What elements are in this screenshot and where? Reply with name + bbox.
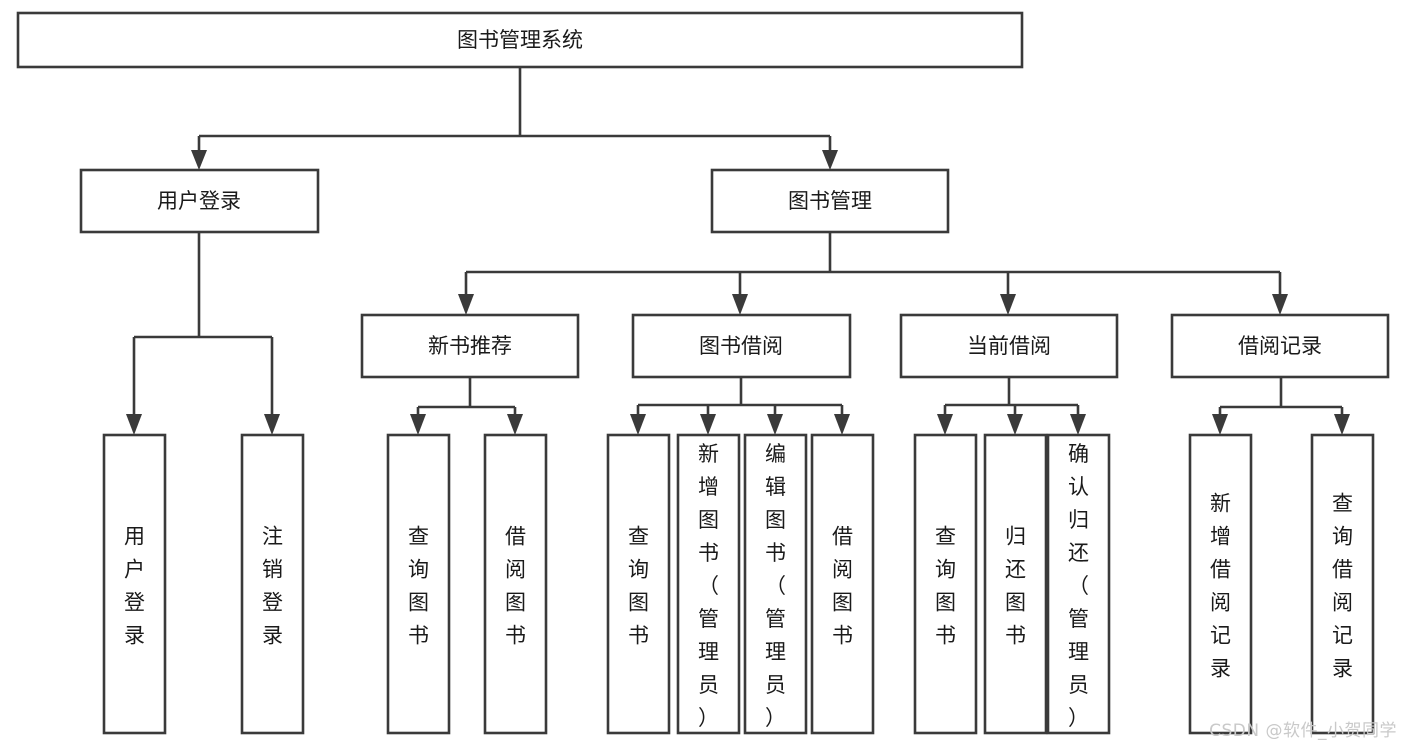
arrow-head-book-management [822,150,838,170]
node-leaf-confirm-return-cb[interactable]: 确认归还（管理员） [1046,433,1111,735]
node-new-book-recommend[interactable]: 新书推荐 [360,313,580,379]
node-leaf-add-record-br-label: 新增借阅记录 [1210,492,1231,681]
node-book-borrow-box[interactable] [631,313,852,379]
node-leaf-query-book-cb-box[interactable] [913,433,978,735]
node-borrow-record[interactable]: 借阅记录 [1170,313,1390,379]
node-leaf-query-book-bb[interactable]: 查询图书 [606,433,671,735]
node-leaf-add-book-bb[interactable]: 新增图书（管理员） [676,433,741,735]
arrow-head-leaf-add-book-bb [700,414,716,435]
arrow-head-current-borrow [1000,294,1016,315]
arrow-head-leaf-edit-book-bb [767,414,783,435]
node-leaf-edit-book-bb-label: 编辑图书（管理员） [765,442,786,730]
node-leaf-confirm-return-cb-label: 确认归还（管理员） [1068,442,1089,730]
node-leaf-user-login-label: 用户登录 [124,525,145,648]
node-borrow-record-box[interactable] [1170,313,1390,379]
node-new-book-recommend-label: 新书推荐 [428,334,512,358]
node-leaf-query-record-br[interactable]: 查询借阅记录 [1310,433,1375,735]
node-leaf-user-logout-box[interactable] [240,433,305,735]
arrow-head-new-book-recommend [458,294,474,315]
node-user-login-label: 用户登录 [157,189,241,213]
node-leaf-borrow-book-nbr-label: 借阅图书 [505,525,526,648]
node-leaf-add-record-br-box[interactable] [1188,433,1253,735]
node-leaf-add-record-br[interactable]: 新增借阅记录 [1188,433,1253,735]
node-leaf-user-logout-label: 注销登录 [262,525,283,648]
node-book-management-box[interactable] [710,168,950,234]
arrow-head-leaf-query-record-br [1334,414,1350,435]
node-book-borrow[interactable]: 图书借阅 [631,313,852,379]
arrow-head-leaf-return-book-cb [1007,414,1023,435]
node-leaf-borrow-book-bb-box[interactable] [810,433,875,735]
node-leaf-query-record-br-box[interactable] [1310,433,1375,735]
node-current-borrow[interactable]: 当前借阅 [899,313,1119,379]
node-leaf-borrow-book-nbr-box[interactable] [483,433,548,735]
node-user-login[interactable]: 用户登录 [79,168,320,234]
node-current-borrow-label: 当前借阅 [967,334,1051,358]
leaf-node-layer: 用户登录 注销登录 查询图书 借阅图书 查询图书 新增图书（管理员） 编辑图书（管理员） 借阅… [102,433,1375,735]
node-book-management-label: 图书管理 [788,189,872,213]
arrow-head-leaf-query-book-cb [937,414,953,435]
node-book-management[interactable]: 图书管理 [710,168,950,234]
node-leaf-edit-book-bb-box[interactable] [743,433,808,735]
node-new-book-recommend-box[interactable] [360,313,580,379]
arrow-head-user-login [191,150,207,170]
node-leaf-add-book-bb-box[interactable] [676,433,741,735]
node-leaf-query-book-cb-label: 查询图书 [935,525,956,648]
node-leaf-query-book-nbr-box[interactable] [386,433,451,735]
node-leaf-user-login[interactable]: 用户登录 [102,433,167,735]
node-root-label: 图书管理系统 [457,28,583,52]
arrow-head-book-borrow [732,294,748,315]
node-leaf-query-book-bb-box[interactable] [606,433,671,735]
arrow-head-leaf-query-book-nbr [410,414,426,435]
node-leaf-return-book-cb-box[interactable] [983,433,1048,735]
node-leaf-user-login-box[interactable] [102,433,167,735]
arrow-head-leaf-confirm-return-cb [1070,414,1086,435]
node-leaf-edit-book-bb[interactable]: 编辑图书（管理员） [743,433,808,735]
node-leaf-return-book-cb-label: 归还图书 [1005,525,1026,648]
node-leaf-query-book-bb-label: 查询图书 [628,525,649,648]
node-book-borrow-label: 图书借阅 [699,334,783,358]
node-user-login-box[interactable] [79,168,320,234]
arrow-head-leaf-query-book-bb [630,414,646,435]
node-root-box[interactable] [16,11,1024,69]
arrow-head-leaf-user-login [126,414,142,435]
node-root[interactable]: 图书管理系统 [16,11,1024,69]
node-leaf-borrow-book-nbr[interactable]: 借阅图书 [483,433,548,735]
node-leaf-query-book-cb[interactable]: 查询图书 [913,433,978,735]
node-leaf-query-book-nbr[interactable]: 查询图书 [386,433,451,735]
arrow-head-leaf-borrow-book-bb [834,414,850,435]
arrow-head-leaf-add-record-br [1212,414,1228,435]
node-leaf-user-logout[interactable]: 注销登录 [240,433,305,735]
arrow-head-borrow-record [1272,294,1288,315]
node-leaf-return-book-cb[interactable]: 归还图书 [983,433,1048,735]
node-leaf-add-book-bb-label: 新增图书（管理员） [698,442,719,730]
node-leaf-borrow-book-bb[interactable]: 借阅图书 [810,433,875,735]
node-leaf-borrow-book-bb-label: 借阅图书 [832,525,853,648]
node-leaf-query-book-nbr-label: 查询图书 [408,525,429,648]
connector-layer [126,67,1350,435]
node-leaf-query-record-br-label: 查询借阅记录 [1332,492,1353,681]
csdn-watermark: CSDN @软件_小贺同学 [1209,721,1397,741]
arrow-head-leaf-user-logout [264,414,280,435]
node-borrow-record-label: 借阅记录 [1238,334,1322,358]
node-current-borrow-box[interactable] [899,313,1119,379]
node-leaf-confirm-return-cb-box[interactable] [1046,433,1111,735]
arrow-head-leaf-borrow-book-nbr [507,414,523,435]
